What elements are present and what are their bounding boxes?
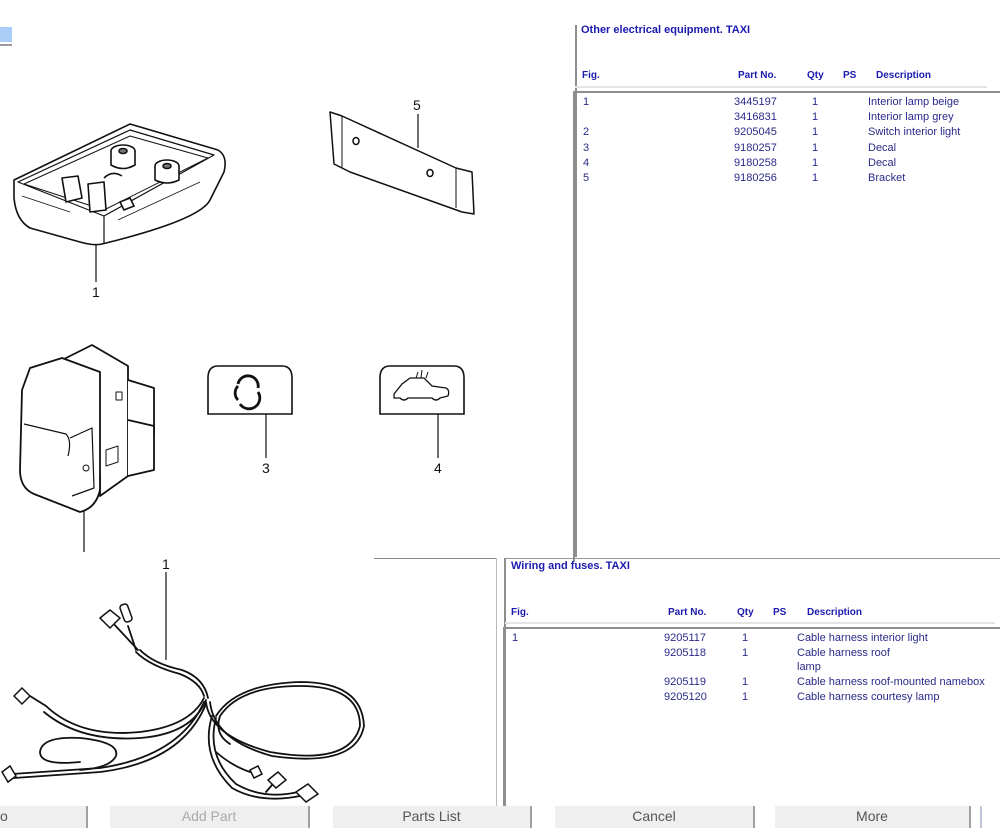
cell-qty: 1 — [812, 141, 819, 154]
cell-fig: 1 — [512, 632, 519, 644]
more-button[interactable]: More — [775, 806, 971, 828]
cancel-button[interactable]: Cancel — [555, 806, 755, 828]
illustration-divider — [374, 558, 496, 559]
col-fig[interactable]: Fig. — [511, 607, 529, 618]
callout-1: 1 — [92, 284, 100, 300]
col-fig[interactable]: Fig. — [582, 70, 600, 81]
cell-qty: 1 — [742, 632, 749, 644]
table-row[interactable]: 4 9180258 1 Decal — [575, 156, 1000, 171]
top-panel-title: Other electrical equipment. TAXI — [581, 24, 751, 36]
cell-part-no: 3445197 — [734, 96, 777, 108]
cell-part-no: 9205045 — [734, 126, 777, 139]
cell-qty: 1 — [742, 676, 749, 689]
bottom-panel-left-border — [504, 558, 506, 808]
cell-part-no: 9180257 — [734, 141, 777, 154]
cell-part-no: 9180256 — [734, 172, 777, 184]
cell-qty: 1 — [812, 172, 819, 184]
cell-description: Bracket — [868, 172, 906, 184]
cell-qty: 1 — [812, 126, 819, 139]
callout-4: 4 — [434, 460, 442, 476]
parts-list-button[interactable]: Parts List — [333, 806, 532, 828]
cell-part-no: 9205117 — [664, 632, 707, 644]
cell-part-no: 9205120 — [664, 690, 707, 703]
cell-part-no: 3416831 — [734, 111, 777, 124]
cell-fig: 2 — [583, 126, 590, 139]
cell-fig: 4 — [583, 156, 590, 169]
table-row[interactable]: 9205118 1 Cable harness roof lamp — [505, 646, 1000, 675]
illustration-divider-v — [496, 558, 497, 808]
callout-5: 5 — [413, 97, 421, 113]
cell-description: Cable harness interior light — [797, 632, 928, 644]
cell-qty: 1 — [812, 156, 819, 169]
cell-qty: 1 — [742, 690, 749, 703]
table-row[interactable]: 3416831 1 Interior lamp grey — [575, 110, 1000, 125]
selection-highlight[interactable] — [0, 27, 12, 42]
bottom-panel-top-border — [504, 558, 1000, 559]
add-part-button[interactable]: Add Part — [110, 806, 310, 828]
bottom-panel-title: Wiring and fuses. TAXI — [511, 560, 630, 572]
col-qty[interactable]: Qty — [807, 70, 824, 81]
harness-callout-1: 1 — [162, 556, 170, 572]
table-row[interactable]: 1 9205117 1 Cable harness interior light — [505, 631, 1000, 646]
table-row[interactable]: 5 9180256 1 Bracket — [575, 171, 1000, 186]
bottom-parts-table: 1 9205117 1 Cable harness interior light 920… — [503, 627, 1000, 814]
col-part-no[interactable]: Part No. — [738, 70, 777, 81]
col-ps[interactable]: PS — [843, 70, 857, 81]
cell-description: Cable harness courtesy lamp — [797, 690, 940, 703]
table-row[interactable]: 3 9180257 1 Decal — [575, 141, 1000, 156]
table-row[interactable]: 9205119 1 Cable harness roof-mounted nameb… — [505, 675, 1000, 690]
cable-harness-drawing[interactable] — [0, 556, 500, 806]
cell-description: Cable harness roof-mounted namebox — [797, 676, 985, 689]
cell-qty: 1 — [812, 111, 819, 124]
table-row[interactable]: 9205120 1 Cable harness courtesy lamp — [505, 690, 1000, 705]
table-row[interactable]: 1 3445197 1 Interior lamp beige — [575, 95, 1000, 110]
toolbar-edge — [980, 806, 982, 828]
bottom-header-divider — [505, 622, 995, 624]
cell-description: Cable harness roof — [797, 646, 890, 659]
cell-description: Interior lamp grey — [868, 111, 954, 124]
table-row[interactable]: 2 9205045 1 Switch interior light — [575, 125, 1000, 140]
cell-description: Decal — [868, 141, 897, 154]
cell-part-no: 9205118 — [664, 646, 707, 659]
toolbar-button-partial[interactable]: o — [0, 806, 88, 828]
top-header-divider — [575, 86, 987, 88]
cell-fig: 5 — [583, 172, 590, 184]
cell-description: Decal — [868, 156, 897, 169]
cell-description-line2: lamp — [797, 661, 821, 674]
cell-fig: 3 — [583, 141, 590, 154]
interior-lamp-drawing[interactable] — [0, 0, 570, 556]
cell-part-no: 9180258 — [734, 156, 777, 169]
col-part-no[interactable]: Part No. — [668, 607, 707, 618]
col-qty[interactable]: Qty — [737, 607, 754, 618]
col-description[interactable]: Description — [876, 70, 932, 81]
selection-underline — [0, 44, 12, 46]
col-description[interactable]: Description — [807, 607, 863, 618]
top-panel-left-border — [575, 25, 577, 557]
callout-3: 3 — [262, 460, 270, 476]
top-illustration: 1 5 3 4 — [0, 0, 570, 556]
bottom-illustration: 1 — [0, 556, 500, 808]
cell-qty: 1 — [742, 646, 749, 659]
cell-fig: 1 — [583, 96, 590, 108]
cell-description: Interior lamp beige — [868, 96, 960, 108]
cell-part-no: 9205119 — [664, 676, 707, 689]
cell-qty: 1 — [812, 96, 819, 108]
col-ps[interactable]: PS — [773, 607, 787, 618]
cell-description: Switch interior light — [868, 126, 961, 139]
